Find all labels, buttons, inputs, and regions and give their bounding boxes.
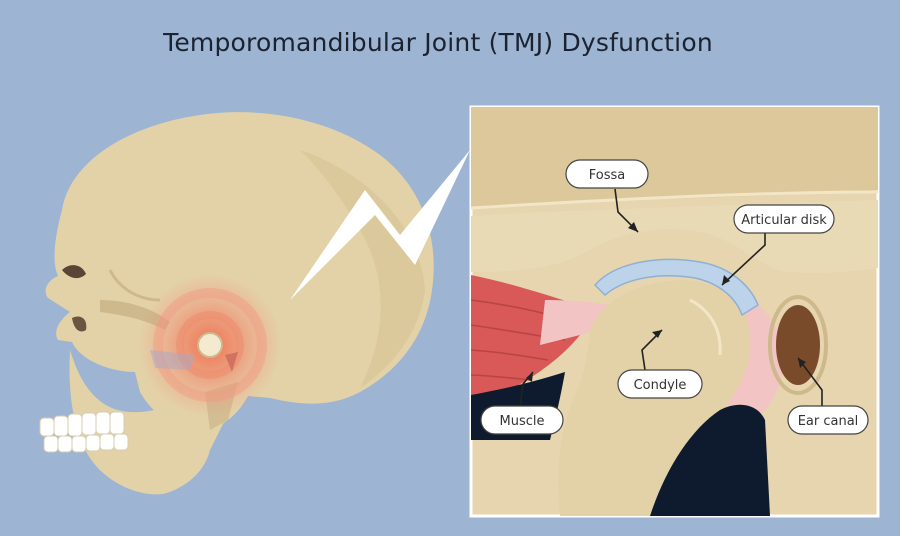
skull-shading: [300, 150, 425, 388]
ligament: [540, 300, 610, 345]
nasal-cavity: [72, 316, 87, 332]
articular-disk-shape: [593, 258, 759, 317]
label-muscle: Muscle: [480, 405, 564, 435]
skull: [39, 112, 434, 495]
ear-canal-shape: [776, 305, 820, 385]
svg-text:Condyle: Condyle: [634, 378, 687, 393]
svg-text:Muscle: Muscle: [500, 414, 545, 429]
diagram-title: Temporomandibular Joint (TMJ) Dysfunctio…: [163, 28, 713, 57]
svg-text:Ear canal: Ear canal: [798, 414, 859, 429]
lower-teeth: [43, 433, 129, 453]
mandible: [69, 350, 241, 495]
eye-socket: [62, 265, 86, 279]
tmj-joint: [197, 332, 223, 358]
zoom-lightning-bolt: [290, 150, 470, 300]
zoom-panel: Fossa Articular disk Condyle Muscle Ear …: [469, 105, 880, 518]
svg-text:Fossa: Fossa: [589, 168, 625, 183]
label-articular-disk: Articular disk: [733, 204, 835, 234]
label-condyle: Condyle: [617, 369, 703, 399]
upper-teeth: [39, 411, 125, 437]
label-ear-canal: Ear canal: [787, 405, 869, 435]
callout-arrows: [519, 188, 823, 409]
label-fossa: Fossa: [565, 159, 649, 189]
callout-arrowheads: [526, 222, 806, 382]
svg-text:Articular disk: Articular disk: [741, 213, 827, 228]
